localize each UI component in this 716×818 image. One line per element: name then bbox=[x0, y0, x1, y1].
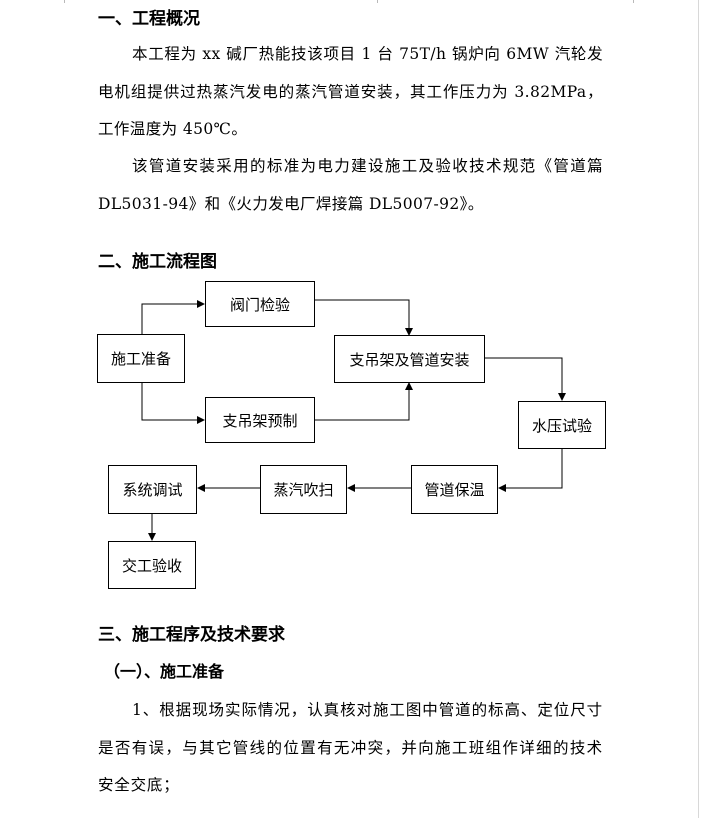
page-edge-rule bbox=[698, 0, 699, 818]
flow-node-prep: 施工准备 bbox=[97, 334, 185, 383]
page-corner-mark-left bbox=[64, 0, 65, 3]
page-corner-mark-center bbox=[377, 0, 378, 3]
flow-node-hydro-test: 水压试验 bbox=[518, 401, 606, 449]
flow-node-support-prefab: 支吊架预制 bbox=[205, 397, 315, 443]
connector-prefab-to-install bbox=[314, 382, 413, 421]
connector-prep-to-valve bbox=[141, 300, 205, 334]
section-heading-procedure: 三、施工程序及技术要求 bbox=[98, 625, 285, 645]
connector-valve-to-install bbox=[314, 299, 413, 336]
flow-node-valve-check: 阀门检验 bbox=[205, 281, 315, 327]
connector-hydro-to-insulation bbox=[498, 449, 563, 492]
connector-install-to-hydro bbox=[484, 357, 566, 401]
section-heading-overview: 一、工程概况 bbox=[98, 9, 200, 29]
page-corner-mark-right bbox=[633, 0, 634, 3]
flow-node-handover: 交工验收 bbox=[108, 541, 196, 589]
flow-node-insulation: 管道保温 bbox=[411, 465, 498, 514]
connector-prep-to-prefab bbox=[141, 383, 205, 424]
flow-node-steam-purge: 蒸汽吹扫 bbox=[260, 465, 347, 514]
subsection-heading-preparation: （一）、施工准备 bbox=[104, 662, 225, 681]
section-heading-flowchart: 二、施工流程图 bbox=[98, 252, 217, 272]
overview-paragraph-1: 本工程为 xx 碱厂热能技该项目 1 台 75T/h 锅炉向 6MW 汽轮发电机… bbox=[98, 45, 603, 138]
overview-paragraph-2: 该管道安装采用的标准为电力建设施工及验收技术规范《管道篇 DL5031-94》和… bbox=[98, 157, 603, 213]
procedure-item-1: 1、根据现场实际情况，认真核对施工图中管道的标高、定位尺寸是否有误，与其它管线的… bbox=[98, 701, 603, 794]
flow-node-support-install: 支吊架及管道安装 bbox=[334, 335, 485, 383]
flow-node-system-debug: 系统调试 bbox=[108, 465, 197, 514]
